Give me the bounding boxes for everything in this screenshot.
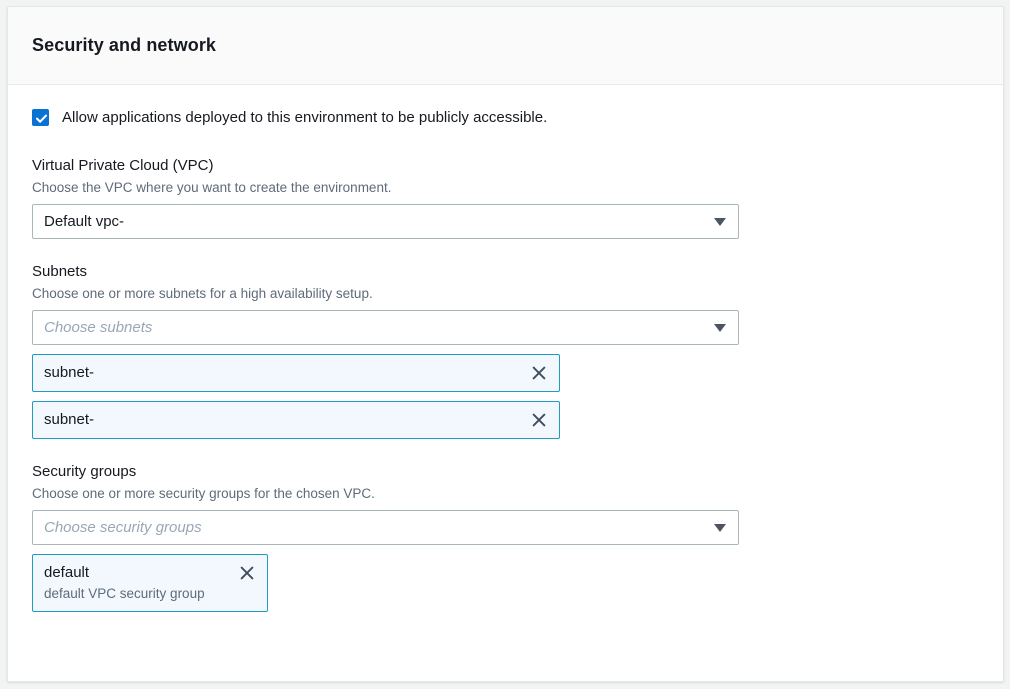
close-icon[interactable] <box>530 364 548 382</box>
vpc-label: Virtual Private Cloud (VPC) <box>32 157 214 174</box>
close-icon[interactable] <box>530 411 548 429</box>
security-groups-token-list: default default VPC security group <box>32 554 979 612</box>
security-groups-placeholder: Choose security groups <box>44 519 202 536</box>
subnets-field: Subnets Choose one or more subnets for a… <box>32 262 979 439</box>
panel-header: Security and network <box>8 7 1003 85</box>
vpc-selected-value: Default vpc- <box>44 213 125 230</box>
security-groups-select[interactable]: Choose security groups <box>32 510 739 545</box>
security-group-token-sublabel: default VPC security group <box>44 586 205 601</box>
subnets-placeholder: Choose subnets <box>44 319 153 336</box>
subnet-token-label: subnet- <box>44 364 95 381</box>
vpc-field: Virtual Private Cloud (VPC) Choose the V… <box>32 156 979 239</box>
subnet-token: subnet- <box>32 401 560 439</box>
chevron-down-icon <box>714 217 726 226</box>
subnets-label: Subnets <box>32 263 88 280</box>
subnets-token-list: subnet- subnet- <box>32 354 979 439</box>
security-group-token-label: default <box>44 564 90 581</box>
subnets-description: Choose one or more subnets for a high av… <box>32 286 373 301</box>
subnets-select[interactable]: Choose subnets <box>32 310 739 345</box>
subnet-token-label: subnet- <box>44 411 95 428</box>
checkmark-icon <box>35 114 48 123</box>
security-groups-field: Security groups Choose one or more secur… <box>32 462 979 612</box>
security-group-token: default default VPC security group <box>32 554 268 612</box>
security-groups-description: Choose one or more security groups for t… <box>32 486 375 501</box>
chevron-down-icon <box>714 523 726 532</box>
chevron-down-icon <box>714 323 726 332</box>
public-access-checkbox[interactable] <box>32 109 49 126</box>
public-access-row[interactable]: Allow applications deployed to this envi… <box>32 109 979 126</box>
vpc-select[interactable]: Default vpc- <box>32 204 739 239</box>
page-title: Security and network <box>32 35 217 55</box>
panel-body: Allow applications deployed to this envi… <box>8 85 1003 612</box>
security-and-network-panel: Security and network Allow applications … <box>7 6 1004 682</box>
security-groups-label: Security groups <box>32 463 137 480</box>
vpc-description: Choose the VPC where you want to create … <box>32 180 392 195</box>
public-access-label: Allow applications deployed to this envi… <box>62 109 548 126</box>
close-icon[interactable] <box>238 564 256 582</box>
subnet-token: subnet- <box>32 354 560 392</box>
